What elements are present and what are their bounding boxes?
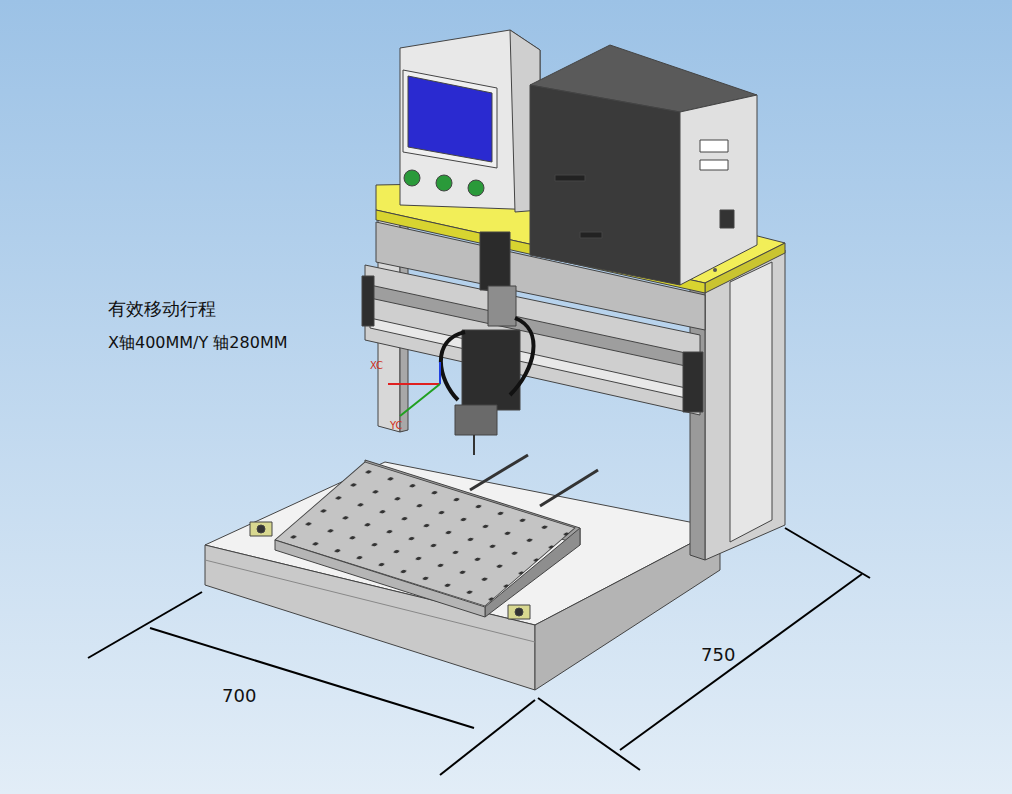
dimension-label: 750 xyxy=(701,644,735,666)
axis-label: YC xyxy=(390,420,403,432)
note-heading: 有效移动行程 xyxy=(108,298,216,320)
dimension-label: 700 xyxy=(222,685,256,707)
axis-triad xyxy=(388,362,440,416)
dimension-lines xyxy=(88,528,870,775)
travel-note: X轴400MM/Y 轴280MM xyxy=(108,333,288,352)
machine xyxy=(205,30,785,690)
axis-label: XC xyxy=(370,360,383,372)
